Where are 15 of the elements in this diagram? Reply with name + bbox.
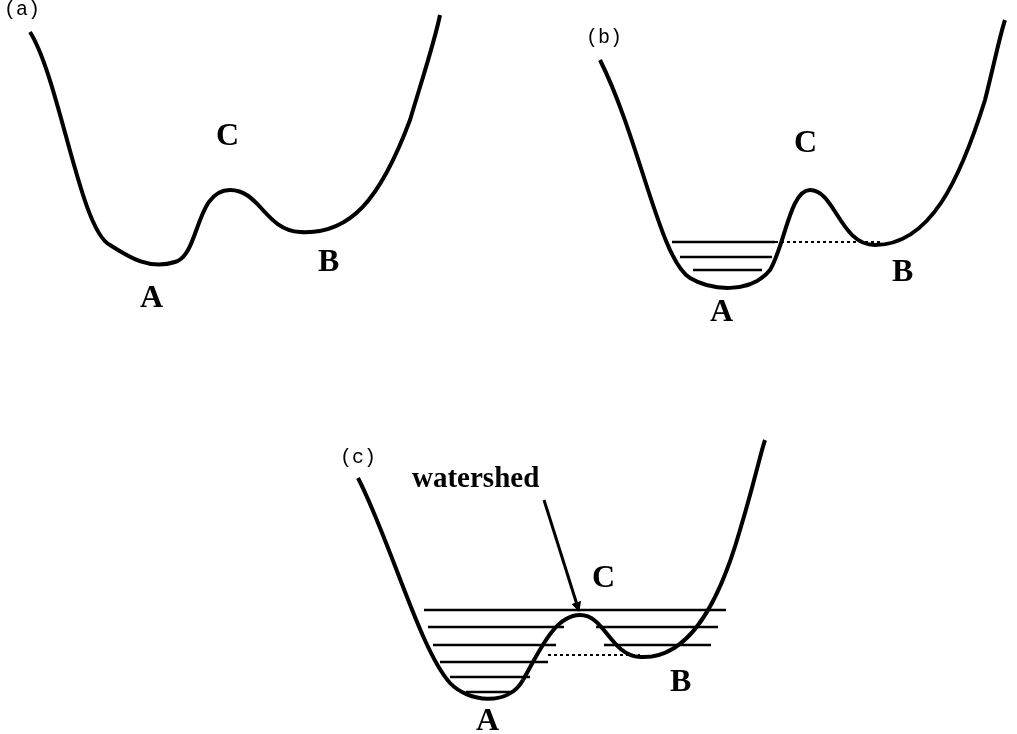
point-label: C (592, 560, 616, 592)
panel-label: (b) (586, 28, 622, 48)
point-label: A (476, 703, 500, 734)
point-label: C (794, 125, 818, 157)
leader-arrow (542, 499, 582, 612)
point-label: A (140, 280, 164, 312)
point-label: A (710, 294, 734, 326)
panel-label: (a) (4, 0, 40, 20)
watershed-label: watershed (412, 463, 540, 492)
watershed-peak (521, 613, 641, 681)
point-label: B (318, 244, 340, 276)
point-label: B (670, 664, 692, 696)
point-label: C (216, 118, 240, 150)
point-label: B (892, 254, 914, 286)
panel-label: (c) (340, 448, 376, 468)
